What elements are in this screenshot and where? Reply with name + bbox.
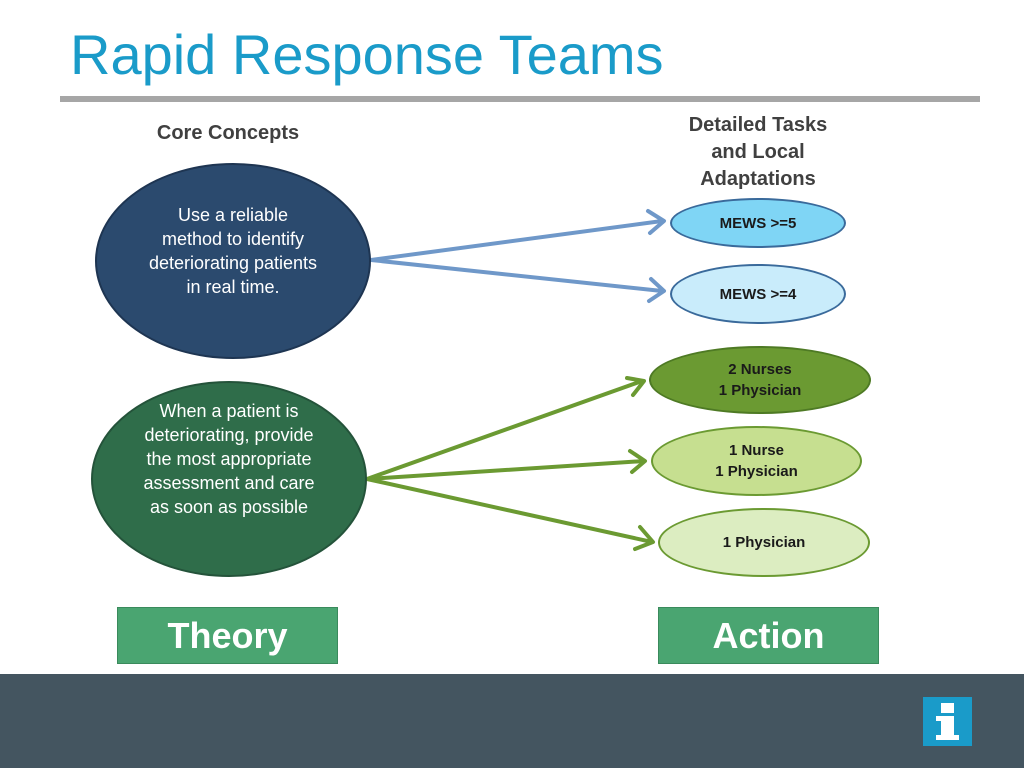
arrow-head-1physician	[633, 525, 655, 551]
task-2-nurses-1-physician: 2 Nurses 1 Physician	[649, 346, 871, 414]
arrow-concept2-to-2nurses	[365, 379, 644, 481]
arrow-concept1-to-mews5	[369, 219, 664, 262]
title-divider	[60, 96, 980, 102]
concept-provide-care: When a patient is deteriorating, provide…	[91, 381, 367, 577]
detailed-tasks-heading: Detailed Tasks and Local Adaptations	[688, 114, 828, 190]
task-1-nurse-1-physician: 1 Nurse 1 Physician	[651, 426, 862, 496]
task-mews-5: MEWS >=5	[670, 198, 846, 248]
arrow-concept2-to-1nurse	[365, 459, 646, 481]
footer-bar	[0, 674, 1024, 768]
concept-text: Use a reliable method to identify deteri…	[148, 205, 318, 297]
concept-identify-deterioration: Use a reliable method to identify deteri…	[95, 163, 371, 359]
arrow-concept2-to-1physician	[365, 477, 654, 544]
blue-arrows	[369, 209, 666, 303]
arrow-concept1-to-mews4	[369, 258, 664, 293]
page-title: Rapid Response Teams	[70, 23, 664, 86]
concept-text: When a patient is deteriorating, provide…	[143, 401, 315, 517]
green-arrows	[365, 376, 655, 551]
info-i-icon	[923, 697, 972, 746]
arrow-head-2nurses	[625, 376, 646, 397]
task-mews-4: MEWS >=4	[670, 264, 846, 324]
arrow-head-mews4	[647, 277, 666, 303]
action-label: Action	[658, 607, 879, 664]
task-1-physician: 1 Physician	[658, 508, 870, 577]
arrow-head-mews5	[646, 209, 666, 235]
arrow-head-1nurse	[628, 449, 647, 474]
theory-label: Theory	[117, 607, 338, 664]
core-concepts-heading: Core Concepts	[156, 122, 300, 144]
